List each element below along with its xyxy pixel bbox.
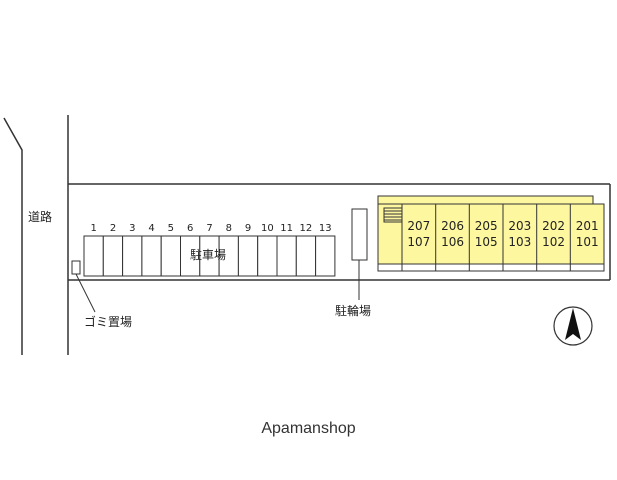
- parking-slot: [315, 235, 336, 277]
- parking-slot-number: 12: [299, 223, 313, 234]
- unit-room-lower: 102: [542, 235, 565, 249]
- bicycle-parking-label: 駐輪場: [335, 304, 372, 318]
- parking-slot: [141, 235, 162, 277]
- footer-brand: Apamanshop: [261, 420, 356, 437]
- road-label: 道路: [28, 210, 53, 224]
- parking-slot-number: 7: [206, 223, 213, 234]
- garbage-leader-line: [75, 273, 96, 313]
- parking-slot: [83, 235, 104, 277]
- parking-slot: [160, 235, 181, 277]
- parking-slot-number: 1: [90, 223, 97, 234]
- parking-slot-number: 8: [225, 223, 232, 234]
- parking-label: 駐車場: [190, 248, 227, 262]
- parking-slot: [295, 235, 317, 277]
- unit-room-lower: 106: [441, 235, 464, 249]
- parking-slot-number: 3: [129, 223, 136, 234]
- building-body: [377, 203, 605, 265]
- building-balcony: [377, 195, 594, 205]
- parking-slots: [83, 235, 336, 277]
- garbage-label: ゴミ置場: [84, 315, 133, 329]
- unit-room-upper: 206: [441, 219, 464, 233]
- unit-room-lower: 105: [474, 235, 498, 249]
- parking-slot-number: 13: [318, 223, 332, 234]
- bicycle-parking-box: [351, 208, 368, 261]
- unit-dividers: [401, 204, 605, 271]
- unit-room-lower: 101: [575, 235, 599, 249]
- garbage-area-box: [71, 260, 81, 275]
- parking-slot-number: 10: [261, 223, 274, 234]
- parking-slot-number: 11: [280, 223, 293, 234]
- parking-slot-number: 5: [167, 223, 174, 234]
- north-arrow-icon: [553, 306, 593, 346]
- parking-slot-number: 4: [148, 223, 155, 234]
- stairs-icon: [383, 207, 403, 223]
- parking-slot: [122, 235, 143, 277]
- unit-room-upper: 203: [508, 219, 532, 233]
- unit-room-upper: 201: [575, 219, 599, 233]
- unit-room-upper: 202: [542, 219, 565, 233]
- parking-slot-number: 6: [187, 223, 194, 234]
- parking-slot-number: 9: [244, 223, 252, 234]
- parking-slot-number: 2: [109, 223, 117, 234]
- parking-slot: [237, 235, 259, 277]
- unit-room-lower: 103: [508, 235, 532, 249]
- parking-slot: [102, 235, 124, 277]
- unit-room-upper: 207: [407, 219, 431, 233]
- road-edge-left: [3, 117, 23, 355]
- parking-slot: [276, 235, 297, 277]
- parking-slot: [257, 235, 278, 277]
- unit-room-upper: 205: [474, 219, 498, 233]
- unit-room-lower: 107: [407, 235, 431, 249]
